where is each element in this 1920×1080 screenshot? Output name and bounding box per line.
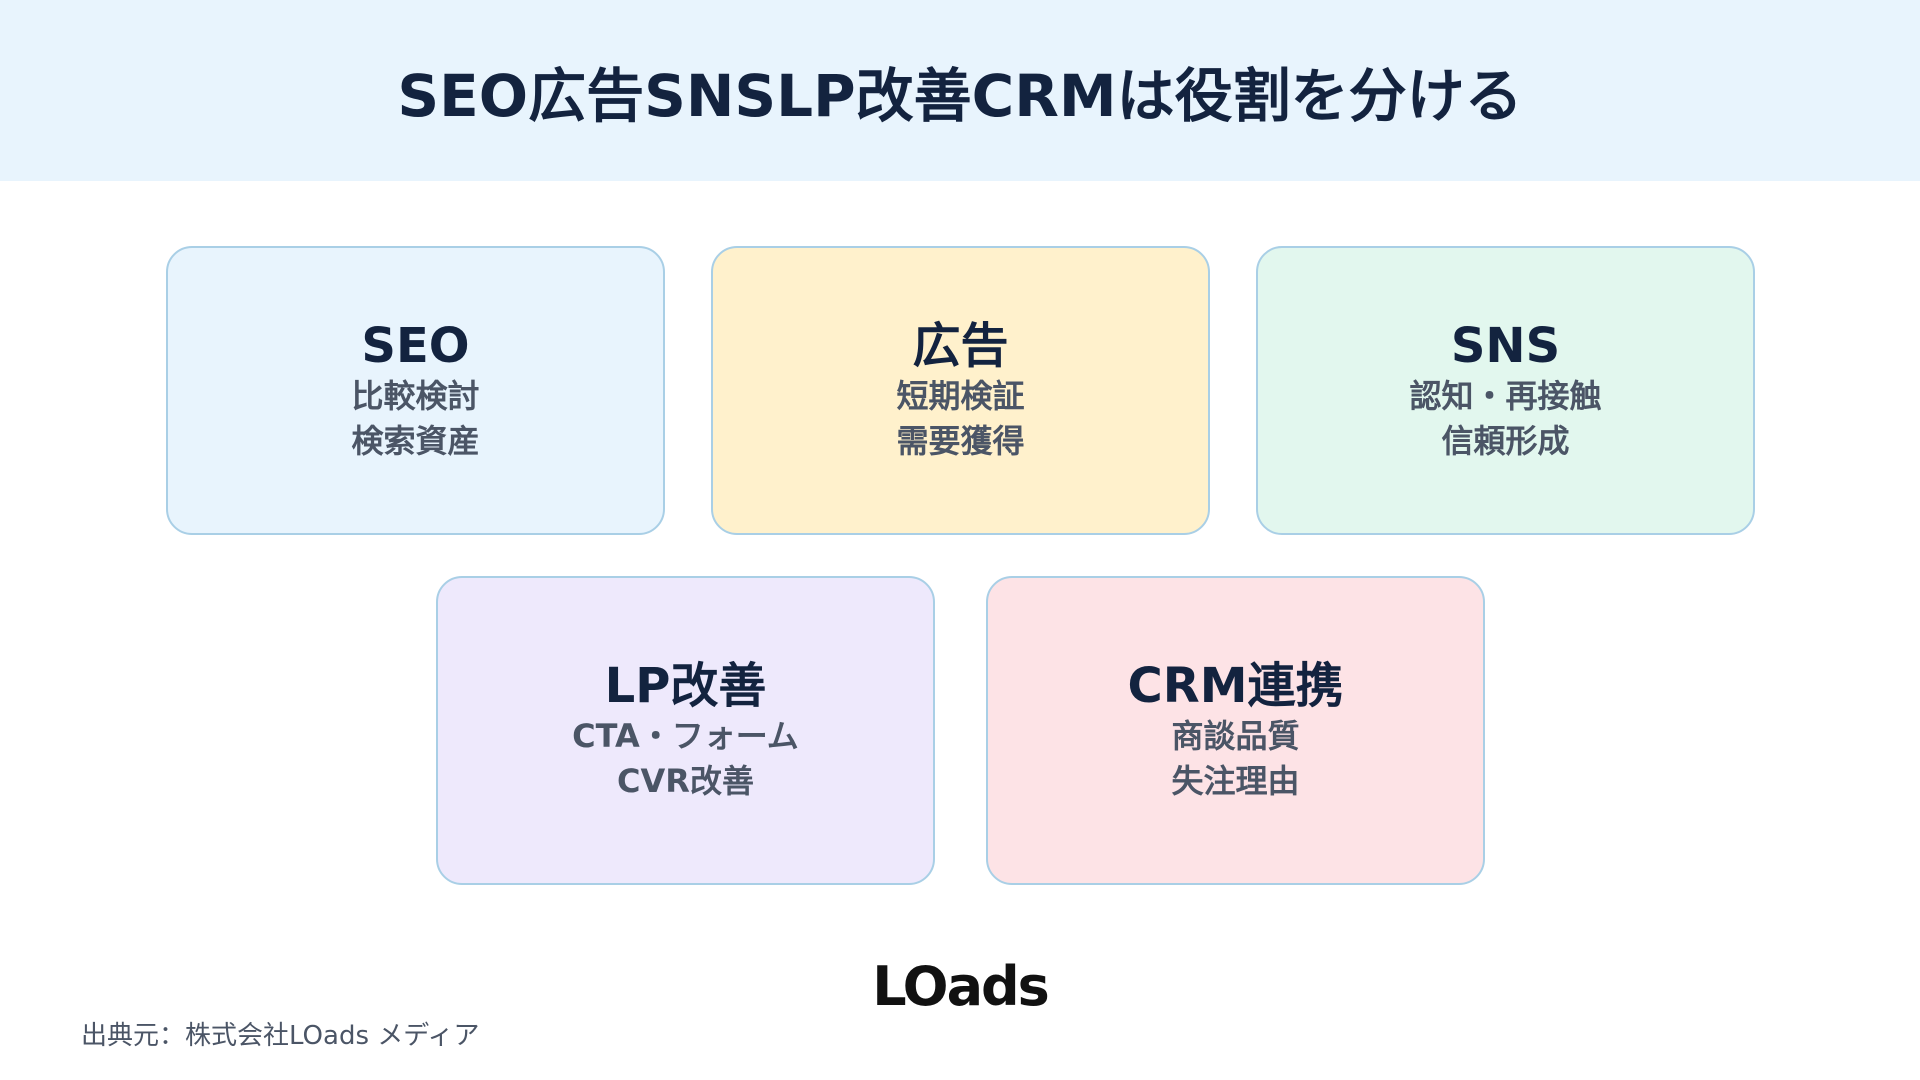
card-line: 比較検討: [351, 376, 480, 415]
loads-logo: LOads: [872, 955, 1050, 1018]
page-title: SEO広告SNSLP改善CRMは役割を分ける: [397, 61, 1523, 130]
card-advertising: 広告 短期検証 需要獲得: [711, 246, 1210, 535]
card-title: SNS: [1450, 317, 1561, 374]
card-sns: SNS 認知・再接触 信頼形成: [1256, 246, 1755, 535]
card-line: 失注理由: [1171, 761, 1300, 800]
card-line: CVR改善: [617, 761, 754, 800]
card-seo: SEO 比較検討 検索資産: [166, 246, 665, 535]
card-line: 短期検証: [896, 376, 1025, 415]
card-title: SEO: [361, 317, 470, 374]
card-line: 検索資産: [351, 421, 480, 460]
header-band: SEO広告SNSLP改善CRMは役割を分ける: [0, 0, 1920, 181]
card-line: 信頼形成: [1441, 421, 1570, 460]
card-title: 広告: [912, 317, 1009, 374]
card-title: LP改善: [604, 657, 767, 714]
card-lp-improvement: LP改善 CTA・フォーム CVR改善: [436, 576, 935, 885]
card-line: 需要獲得: [896, 421, 1025, 460]
card-title: CRM連携: [1127, 657, 1344, 714]
card-line: 商談品質: [1171, 716, 1300, 755]
card-line: CTA・フォーム: [572, 716, 799, 755]
card-crm-integration: CRM連携 商談品質 失注理由: [986, 576, 1485, 885]
card-line: 認知・再接触: [1409, 376, 1602, 415]
source-credit: 出典元：株式会社LOads メディア: [81, 1021, 480, 1051]
